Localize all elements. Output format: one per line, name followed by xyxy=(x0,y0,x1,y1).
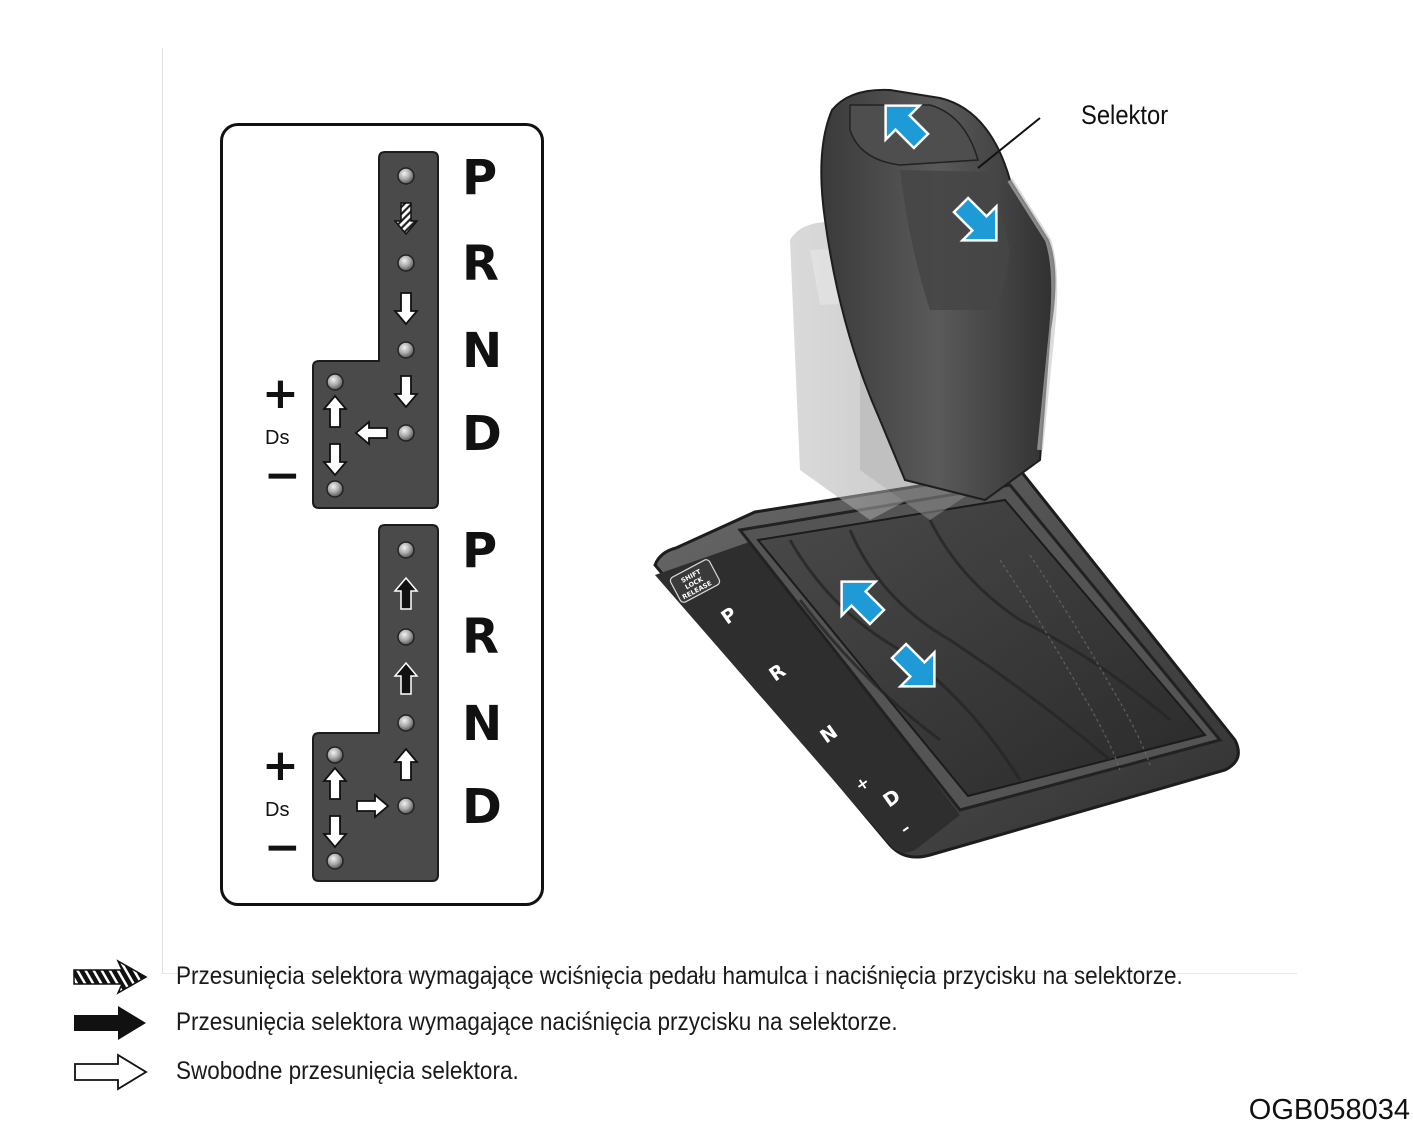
lower-gate-label-p: P xyxy=(462,523,498,579)
upper-gate-label-p: P xyxy=(462,150,498,206)
upper-gate-label-n: N xyxy=(462,323,503,379)
lower-gate-label-n: N xyxy=(462,696,503,752)
legend-text-button-only: Przesunięcia selektora wymagające naciśn… xyxy=(176,1008,898,1036)
lower-gate-plate xyxy=(312,524,439,882)
selektor-leader-line xyxy=(977,117,1041,169)
upper-gate-label-r: R xyxy=(462,236,499,292)
solid-arrow-icon xyxy=(74,1006,146,1040)
shift-lock-release-button xyxy=(669,559,721,603)
frame-line-left xyxy=(162,48,163,973)
gear-selector-illustration: SHIFT LOCK RELEASE P R N + D – xyxy=(653,87,1240,859)
upper-led-d xyxy=(397,424,415,442)
lower-led-n xyxy=(397,714,415,732)
upper-ds-label: Ds xyxy=(265,427,290,449)
console-indicator-strip xyxy=(655,540,960,853)
outline-arrow-icon xyxy=(74,1053,148,1091)
lower-led-d xyxy=(397,797,415,815)
figure-reference-code: OGB058034 xyxy=(1248,1094,1410,1126)
lower-led-p xyxy=(397,541,415,559)
upper-minus-sign: − xyxy=(264,450,301,501)
lower-led-plus xyxy=(326,746,344,764)
legend-icons xyxy=(73,959,148,1091)
lower-led-r xyxy=(397,628,415,646)
selector-label: Selektor xyxy=(1081,100,1169,130)
lower-gate-label-r: R xyxy=(462,609,499,665)
lower-plus-sign: + xyxy=(262,740,299,791)
hatched-arrow-icon xyxy=(73,959,148,995)
legend-text-free-shift: Swobodne przesunięcia selektora. xyxy=(176,1057,519,1085)
selector-knob xyxy=(820,88,1058,502)
boot-stitching xyxy=(999,554,1151,771)
lower-led-minus xyxy=(326,852,344,870)
lower-gate-label-d: D xyxy=(462,779,502,835)
upper-led-r xyxy=(397,254,415,272)
lower-minus-sign: − xyxy=(264,822,301,873)
legend-text-brake-and-button: Przesunięcia selektora wymagające wciśni… xyxy=(176,962,1183,990)
frame-line-bottom xyxy=(162,973,1297,974)
upper-plus-sign: + xyxy=(262,368,299,419)
upper-led-plus xyxy=(326,373,344,391)
upper-led-minus xyxy=(326,480,344,498)
upper-gate-plate xyxy=(312,151,439,509)
lower-ds-label: Ds xyxy=(265,799,290,821)
shift-gate-diagrams xyxy=(312,151,439,882)
upper-led-n xyxy=(397,341,415,359)
upper-gate-label-d: D xyxy=(462,406,502,462)
upper-led-p xyxy=(397,167,415,185)
